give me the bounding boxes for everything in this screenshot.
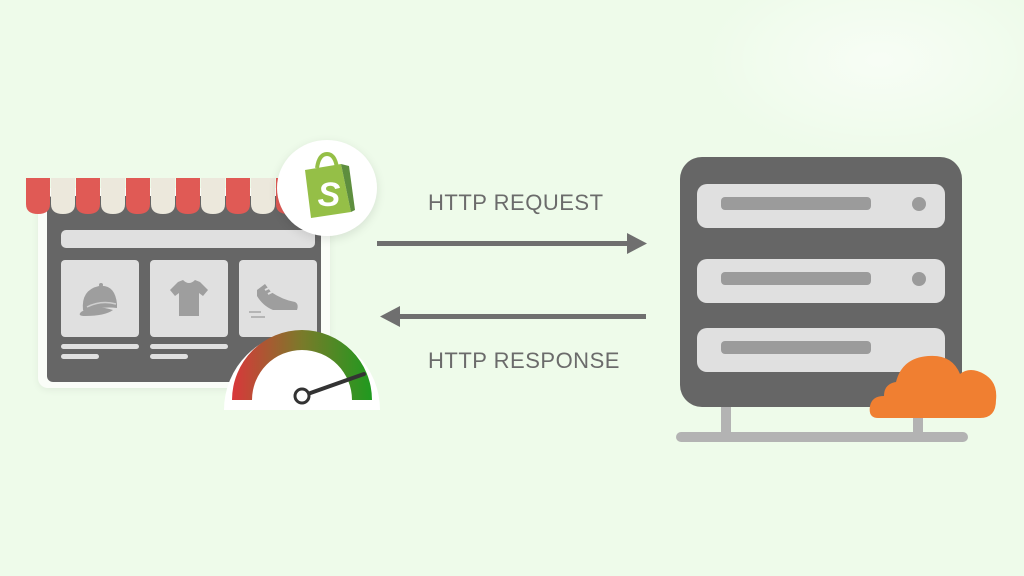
server-slot-bar [721, 341, 871, 354]
server-led-icon [912, 197, 926, 211]
product-tile-sneaker [239, 260, 317, 337]
server-leg-left [721, 397, 731, 435]
server-base [676, 432, 968, 442]
server-slot-1 [697, 184, 945, 228]
shopify-bag-icon: S [305, 151, 355, 218]
product-tile-tshirt [150, 260, 228, 337]
sneaker-icon [249, 284, 298, 318]
background-glow [700, 0, 1024, 160]
server-slot-3 [697, 328, 945, 372]
product-tile-cap [61, 260, 139, 337]
storefront-header-bar [61, 230, 315, 248]
product-caption-line [150, 344, 228, 349]
cloud-icon [869, 355, 997, 418]
response-arrow-icon [380, 306, 646, 327]
product-price-line [150, 354, 188, 359]
server-led-icon [912, 272, 926, 286]
request-arrow-icon [377, 233, 647, 254]
server-slot-bar [721, 272, 871, 285]
http-response-label: HTTP RESPONSE [428, 348, 620, 373]
tshirt-icon [170, 280, 208, 316]
http-request-label: HTTP REQUEST [428, 190, 604, 215]
server-slot-bar [721, 197, 871, 210]
performance-gauge [222, 318, 382, 410]
shopify-badge: S [277, 140, 377, 236]
server-slot-2 [697, 259, 945, 303]
cap-icon [79, 283, 117, 316]
product-caption-line [61, 344, 139, 349]
product-price-line [61, 354, 99, 359]
svg-text:S: S [318, 176, 341, 214]
speedometer-icon [224, 330, 380, 410]
storefront-awning [26, 178, 300, 214]
